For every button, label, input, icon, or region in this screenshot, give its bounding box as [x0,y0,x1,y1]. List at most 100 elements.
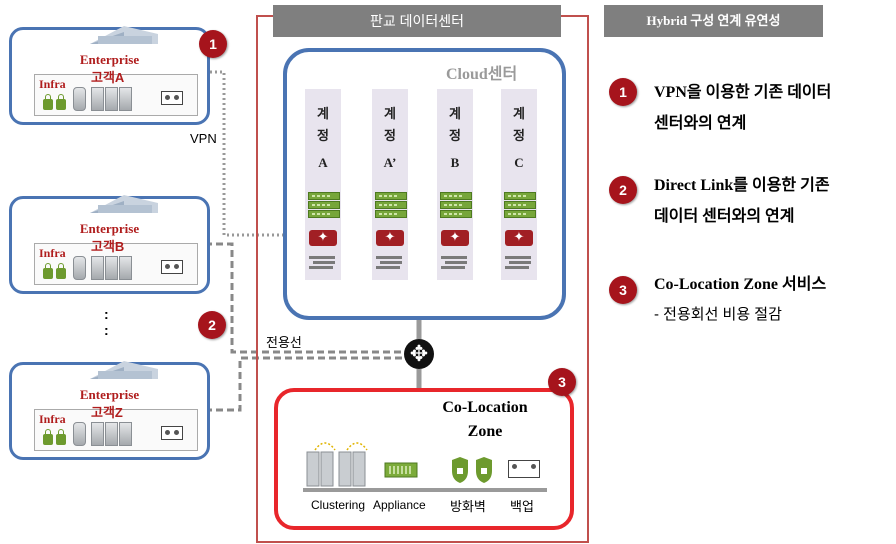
server-icon [119,256,132,280]
infra-label: Infra [39,246,66,260]
router-icon [505,229,533,246]
enterprise-z-box: Enterprise Infra 고객Z [9,361,210,460]
account-column-c: 계 정 C [501,89,537,280]
lock-icon [43,94,53,110]
compute-rack-icon [308,210,340,218]
item-1-line2: 센터와의 연계 [654,115,747,132]
compute-rack-icon [375,201,407,209]
router-icon [376,229,404,246]
compute-rack-icon [504,201,536,209]
server-icon [105,87,118,111]
backup-tape-icon [508,460,540,478]
building-icon [90,195,158,213]
account-id: B [450,155,460,170]
server-icon [91,256,104,280]
infra-label: Infra [39,77,66,91]
dedicated-line-z [205,356,404,412]
enterprise-infra-panel: Infra 고객Z [34,405,198,451]
account-char-2: 정 [449,128,461,143]
account-char-1: 계 [449,106,461,121]
network-hub-icon: ✥ [404,339,434,369]
account-id: A’ [383,155,397,170]
customer-label: 고객B [91,239,125,254]
vertical-dots-1: : [104,306,109,322]
firewall-lock-icon [452,457,492,483]
server-icon [91,87,104,111]
badge-3: 3 [548,368,576,396]
backup-tape-icon [161,91,183,105]
server-icon [73,422,86,446]
account-column-a-prime: 계 정 A’ [372,89,408,280]
hybrid-header: Hybrid 구성 연계 유연성 [604,5,823,37]
backup-tape-icon [161,260,183,274]
router-icon [441,229,469,246]
infra-label: Infra [39,412,66,426]
vpn-label: VPN [190,131,217,146]
item-badge-1: 1 [609,78,637,106]
server-icon [105,256,118,280]
colocation-base-bar [303,488,547,492]
account-char-2: 정 [317,128,329,143]
colocation-zone-title: Co-Location Zone [420,396,550,444]
server-icon [119,422,132,446]
compute-rack-icon [504,210,536,218]
building-icon [90,26,158,44]
compute-rack-icon [375,192,407,200]
clustering-servers-icon [306,442,368,487]
account-char-2: 정 [384,128,396,143]
lock-icon [56,94,66,110]
compute-rack-icon [440,192,472,200]
enterprise-title: Enterprise [79,52,140,67]
account-id: A [318,155,328,170]
item-3-line1: Co-Location Zone 서비스 [654,276,827,293]
account-column-a: 계 정 A [305,89,341,280]
dedicated-line-b [205,242,404,354]
colocation-title-line2: Zone [467,423,503,440]
lock-icon [43,429,53,445]
cloud-center-title: Cloud센터 [446,66,518,83]
compute-rack-icon [375,210,407,218]
customer-label: 고객A [91,70,125,85]
server-icon [105,422,118,446]
firewall-label: 방화벽 [450,499,486,514]
colocation-title-line1: Co-Location [442,399,528,416]
badge-1: 1 [199,30,227,58]
lock-icon [56,263,66,279]
enterprise-a-box: Enterprise Infra 고객A [9,26,210,125]
enterprise-infra-panel: Infra 고객B [34,239,198,285]
account-char-1: 계 [513,106,525,121]
vpn-line [205,70,308,237]
customer-label: 고객Z [91,405,123,420]
enterprise-title: Enterprise [79,387,140,402]
lock-icon [43,263,53,279]
compute-rack-icon [504,192,536,200]
account-column-b: 계 정 B [437,89,473,280]
building-icon [90,361,158,379]
server-icon [119,87,132,111]
server-icon [91,422,104,446]
enterprise-b-box: Enterprise Infra 고객B [9,195,210,294]
firewall-icon [505,256,533,270]
item-badge-2: 2 [609,176,637,204]
enterprise-title: Enterprise [79,221,140,236]
backup-tape-icon [161,426,183,440]
appliance-icon [384,462,418,478]
lock-icon [56,429,66,445]
firewall-icon [441,256,469,270]
item-1-line1: VPN을 이용한 기존 데이터 [654,84,832,101]
firewall-icon [376,256,404,270]
compute-rack-icon [308,201,340,209]
account-char-1: 계 [384,106,396,121]
server-icon [73,87,86,111]
server-icon [73,256,86,280]
item-2-line2: 데이터 센터와의 연계 [654,208,795,225]
router-icon [309,229,337,246]
compute-rack-icon [440,210,472,218]
badge-2: 2 [198,311,226,339]
dedicated-line-label: 전용선 [266,335,302,350]
item-badge-3: 3 [609,276,637,304]
compute-rack-icon [308,192,340,200]
appliance-label: Appliance [373,498,426,512]
clustering-label: Clustering [311,498,366,512]
backup-label: 백업 [510,499,534,514]
